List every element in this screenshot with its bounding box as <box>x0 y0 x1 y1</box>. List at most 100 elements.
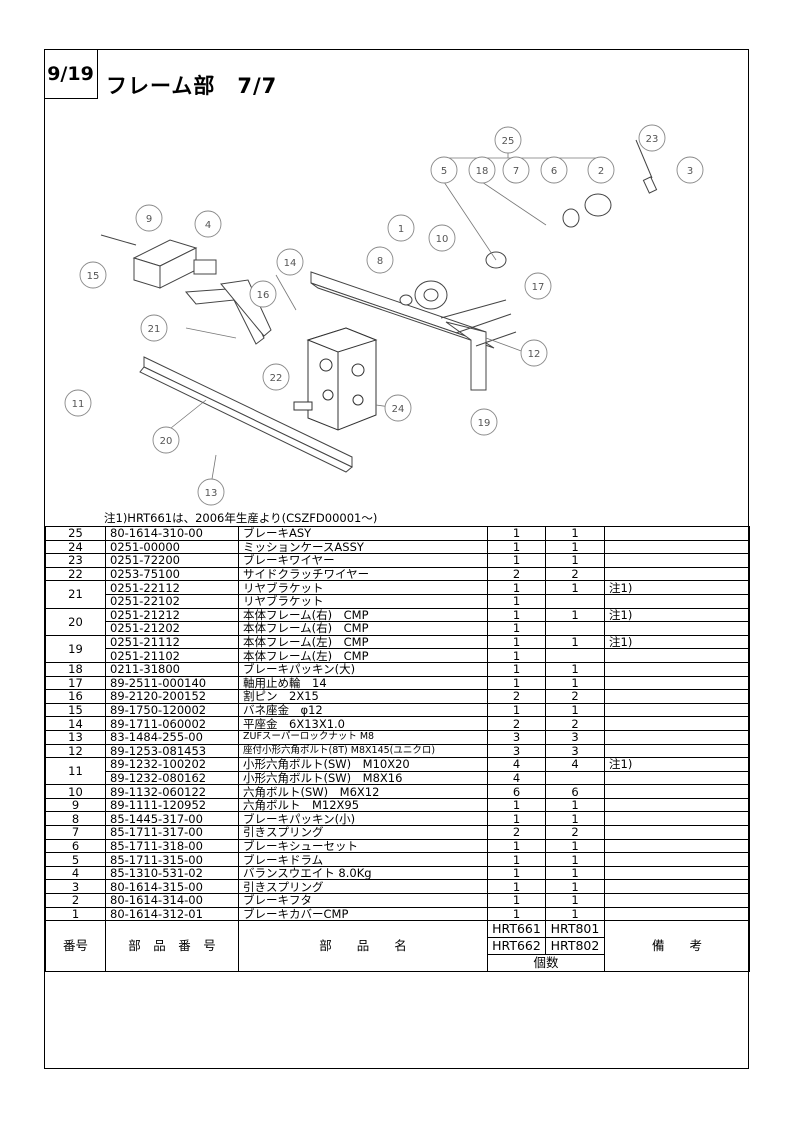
callout-13: 13 <box>197 478 225 506</box>
cell-qty-hrt661: 1 <box>487 797 546 813</box>
cell-part-number: 0251-21212 <box>105 607 239 623</box>
callout-circle <box>494 126 522 154</box>
cell-part-name: バネ座金 φ12 <box>238 702 488 718</box>
callout-25: 25 <box>494 126 522 154</box>
cell-part-number: 85-1445-317-00 <box>105 811 239 827</box>
cell-remarks <box>604 825 750 840</box>
cell-qty-hrt801: 1 <box>545 838 605 854</box>
cell-qty-hrt661: 1 <box>487 702 546 718</box>
callout-circle <box>249 280 277 308</box>
callout-label: 9 <box>146 214 152 225</box>
callout-23: 23 <box>638 124 666 152</box>
cell-part-name: ブレーキパッキン(小) <box>238 811 488 827</box>
cell-part-number: 0251-21112 <box>105 634 239 650</box>
cell-item-no: 5 <box>45 852 106 867</box>
cell-qty-hrt661: 1 <box>487 852 546 867</box>
cell-item-no: 24 <box>45 539 106 555</box>
cell-item-no: 21 <box>45 580 106 609</box>
cell-part-name: ブレーキカバーCMP <box>238 906 488 922</box>
cell-remarks <box>604 879 750 895</box>
cell-part-number: 0211-31800 <box>105 661 239 677</box>
cell-qty-hrt801: 1 <box>545 526 605 541</box>
cell-part-name: リヤブラケット <box>238 593 488 609</box>
callout-circle <box>79 261 107 289</box>
callout-2: 2 <box>587 156 615 184</box>
callout-label: 11 <box>72 399 85 410</box>
cell-qty-hrt801: 1 <box>545 797 605 813</box>
cell-qty-hrt801 <box>545 648 605 663</box>
cell-qty-hrt661: 1 <box>487 865 546 881</box>
cell-qty-hrt801: 1 <box>545 702 605 718</box>
cell-qty-hrt661: 1 <box>487 811 546 827</box>
callout-label: 8 <box>377 256 383 267</box>
cell-qty-hrt661: 3 <box>487 743 546 759</box>
cell-qty-hrt801: 1 <box>545 661 605 677</box>
cell-qty-hrt801: 2 <box>545 825 605 840</box>
callout-label: 23 <box>646 134 659 145</box>
cell-item-no: 3 <box>45 879 106 895</box>
long-bolts <box>100 234 517 347</box>
callout-label: 1 <box>398 224 404 235</box>
cell-remarks <box>604 621 750 636</box>
cell-item-no: 23 <box>45 553 106 568</box>
cell-qty-hrt801 <box>545 593 605 609</box>
cell-part-name: サイドクラッチワイヤー <box>238 566 488 582</box>
cell-qty-hrt801: 6 <box>545 784 605 799</box>
cell-part-name: 六角ボルト(SW) M6X12 <box>238 784 488 799</box>
cell-item-no: 12 <box>45 743 106 759</box>
callout-circle <box>676 156 704 184</box>
cell-item-no: 20 <box>45 607 106 636</box>
callout-circle <box>387 214 415 242</box>
cell-qty-hrt801 <box>545 770 605 786</box>
cell-part-name: 小形六角ボルト(SW) M10X20 <box>238 757 488 772</box>
callout-label: 4 <box>205 220 211 231</box>
header-part-name: 部 品 名 <box>238 920 488 973</box>
cell-part-number: 89-1132-060122 <box>105 784 239 799</box>
cell-part-name: 六角ボルト M12X95 <box>238 797 488 813</box>
header-remarks: 備 考 <box>604 920 750 973</box>
cell-qty-hrt801: 3 <box>545 743 605 759</box>
cell-qty-hrt801: 1 <box>545 852 605 867</box>
cell-qty-hrt661: 1 <box>487 553 546 568</box>
header-no: 番号 <box>45 920 106 973</box>
cell-remarks <box>604 811 750 827</box>
cell-part-number: 80-1614-315-00 <box>105 879 239 895</box>
callout-circle <box>135 204 163 232</box>
cell-part-number: 85-1310-531-02 <box>105 865 239 881</box>
cell-part-name: ブレーキシューセット <box>238 838 488 854</box>
cell-item-no: 19 <box>45 634 106 663</box>
cell-part-name: ブレーキワイヤー <box>238 553 488 568</box>
callout-label: 5 <box>441 166 447 177</box>
cell-part-name: 平座金 6X13X1.0 <box>238 716 488 731</box>
cell-qty-hrt661: 1 <box>487 893 546 908</box>
callout-7: 7 <box>502 156 530 184</box>
cell-item-no: 8 <box>45 811 106 827</box>
cell-part-name: 本体フレーム(左) CMP <box>238 648 488 663</box>
cell-qty-hrt661: 1 <box>487 675 546 691</box>
cell-remarks <box>604 729 750 745</box>
callout-circle <box>276 248 304 276</box>
cell-part-number: 0253-75100 <box>105 566 239 582</box>
callout-label: 16 <box>257 290 270 301</box>
callout-12: 12 <box>520 339 548 367</box>
callout-label: 10 <box>436 234 449 245</box>
cell-remarks <box>604 906 750 922</box>
callout-circle <box>366 246 394 274</box>
frame-rail-right <box>139 356 353 473</box>
cell-qty-hrt661: 2 <box>487 566 546 582</box>
cell-qty-hrt801: 2 <box>545 689 605 704</box>
cell-qty-hrt801: 1 <box>545 865 605 881</box>
cell-part-name: ブレーキパッキン(大) <box>238 661 488 677</box>
